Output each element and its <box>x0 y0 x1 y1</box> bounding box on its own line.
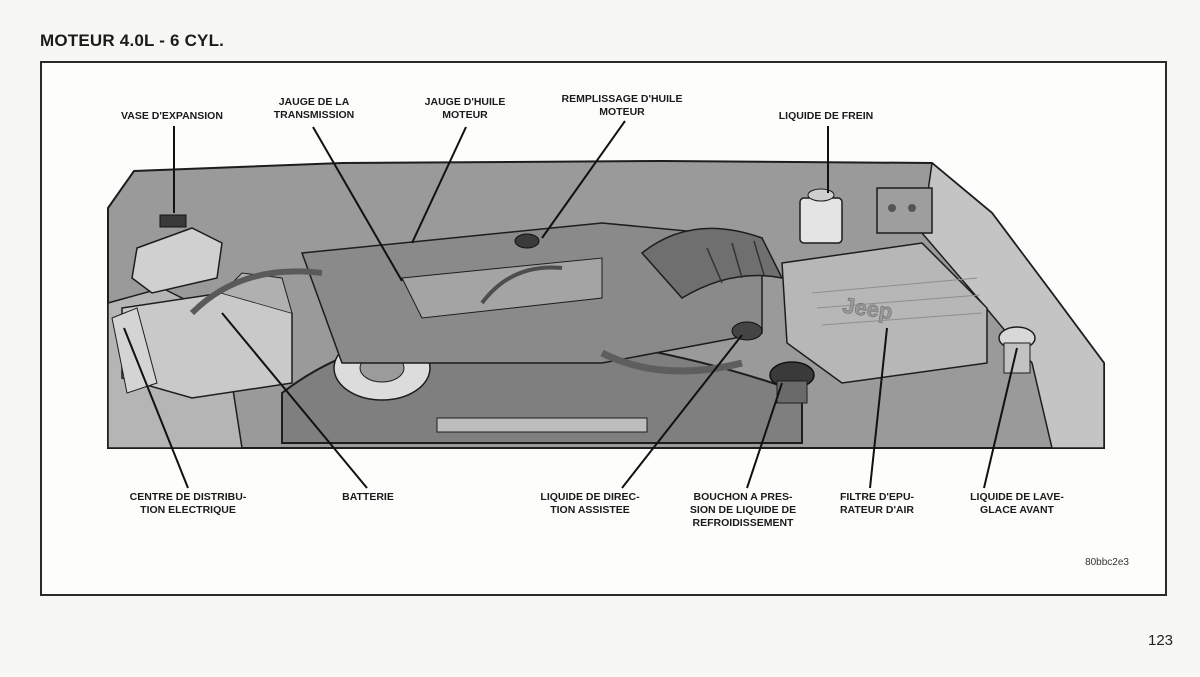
label-liquide-frein: LIQUIDE DE FREIN <box>778 110 874 122</box>
label-centre-distribution: CENTRE DE DISTRIBU- TION ELECTRIQUE <box>129 491 247 516</box>
label-vase-expansion: VASE D'EXPANSION <box>121 110 223 122</box>
page-number: 123 <box>1148 632 1174 649</box>
page-title: MOTEUR 4.0L - 6 CYL. <box>40 31 225 50</box>
label-bouchon-pression: BOUCHON A PRES- SION DE LIQUIDE DE REFRO… <box>689 491 797 529</box>
engine-figure: Jeep <box>40 61 1167 596</box>
brake-fluid-reservoir <box>799 197 843 244</box>
label-batterie: BATTERIE <box>342 491 394 503</box>
figure-code: 80bbc2e3 <box>1085 557 1129 568</box>
power-distribution-shape <box>111 307 158 394</box>
label-filtre-air: FILTRE D'EPU- RATEUR D'AIR <box>839 491 915 516</box>
label-liquide-direction: LIQUIDE DE DIREC- TION ASSISTEE <box>540 491 640 516</box>
label-lave-glace: LIQUIDE DE LAVE- GLACE AVANT <box>970 491 1064 516</box>
expansion-tank-shape <box>131 227 223 294</box>
right-fender <box>921 161 1105 449</box>
label-remplissage-huile: REMPLISSAGE D'HUILE MOTEUR <box>561 93 683 118</box>
intake-hose <box>640 227 784 299</box>
label-jauge-transmission: JAUGE DE LA TRANSMISSION <box>273 96 355 121</box>
leader-lines <box>123 120 1018 489</box>
air-filter-housing <box>781 242 988 384</box>
oil-fill-cap <box>514 233 540 249</box>
power-steering-cap <box>731 321 763 341</box>
label-jauge-huile: JAUGE D'HUILE MOTEUR <box>424 96 506 121</box>
engine-illustration: Jeep <box>107 120 1105 489</box>
